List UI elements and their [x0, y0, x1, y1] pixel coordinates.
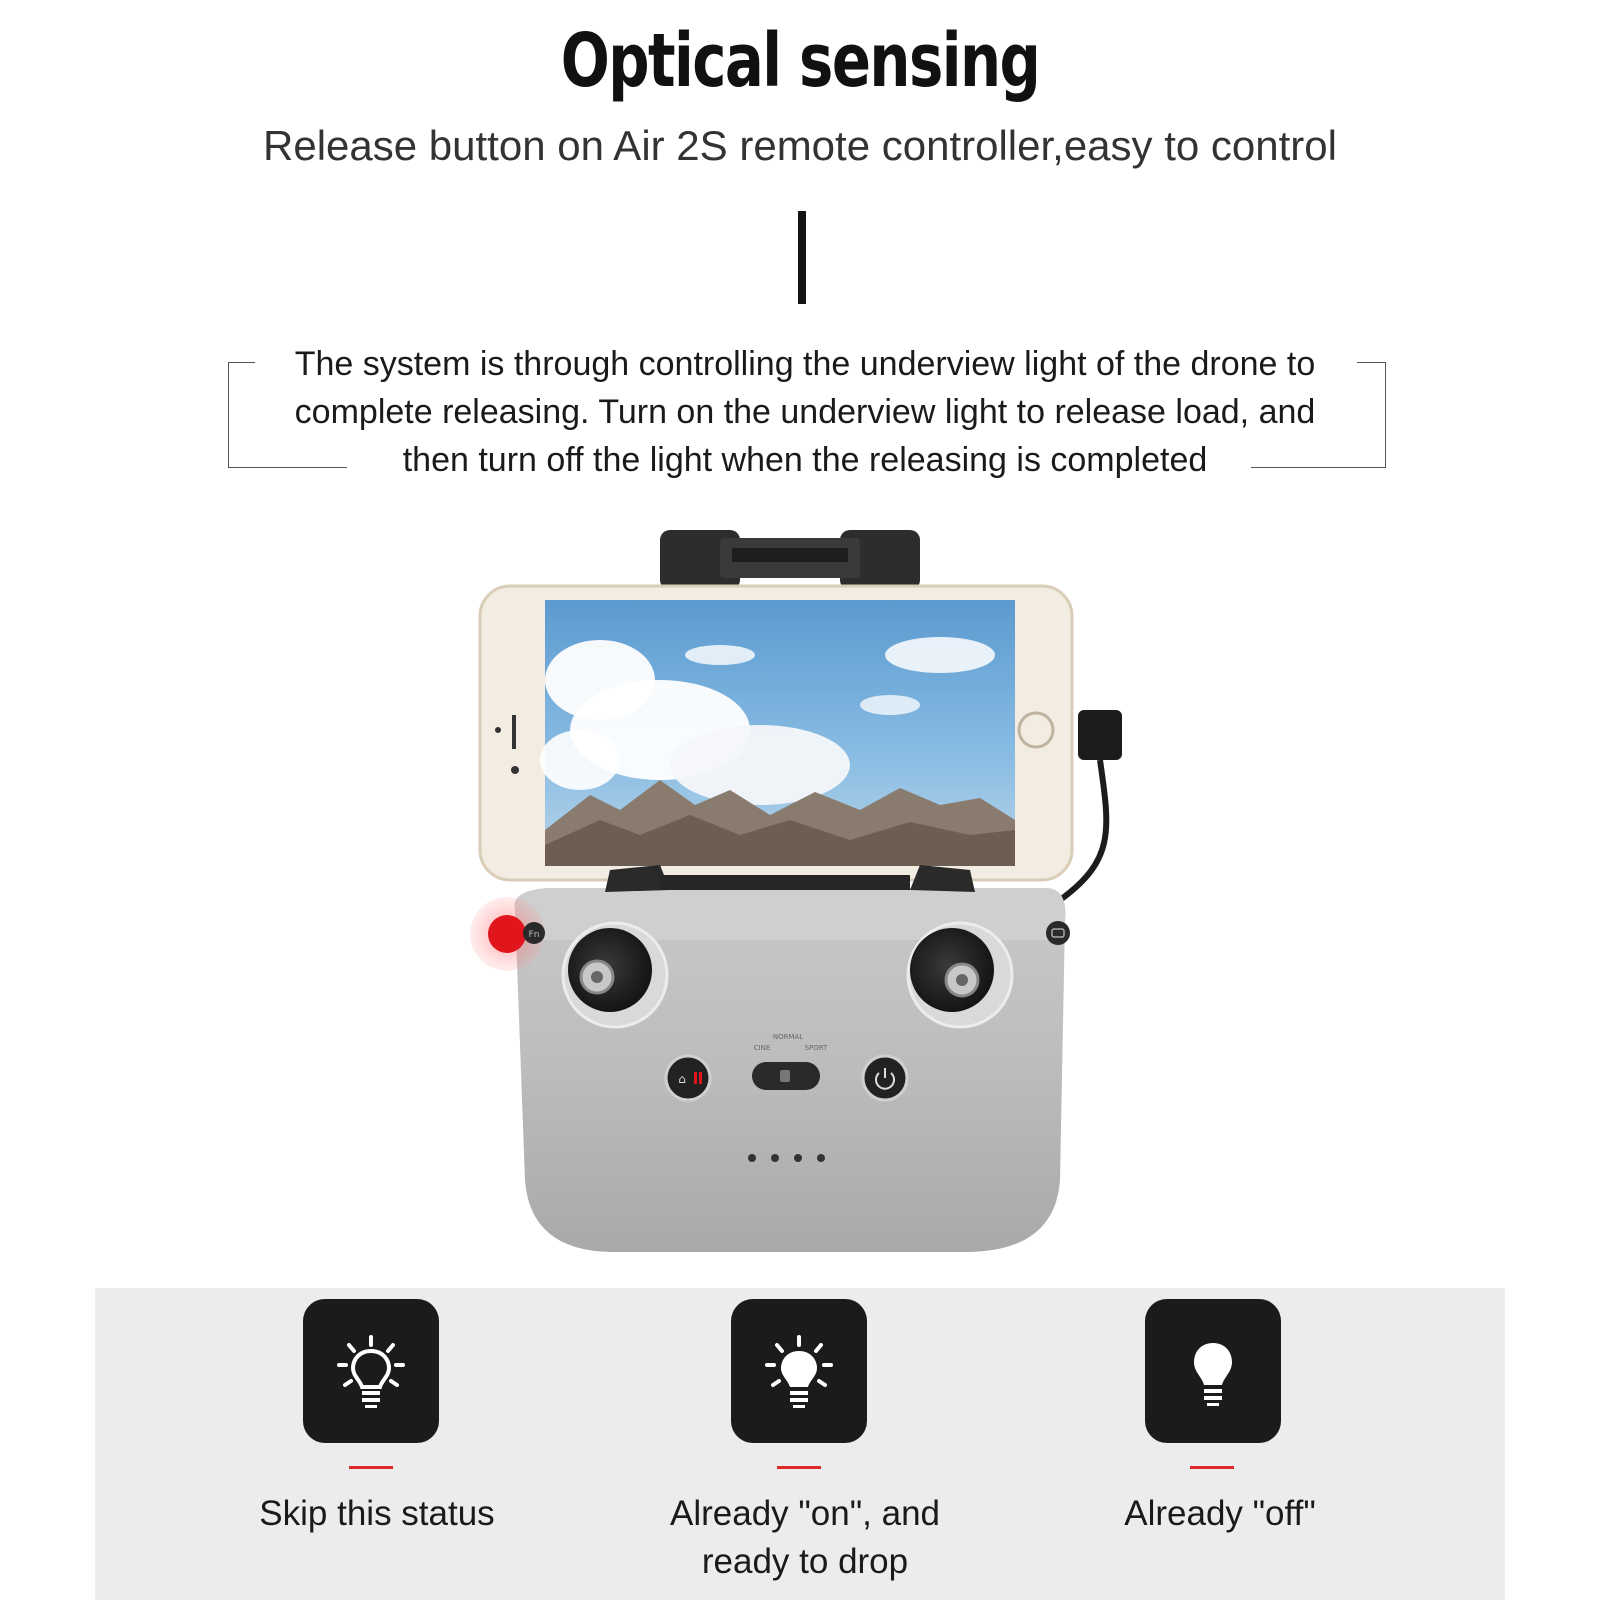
camera-button: [1046, 921, 1070, 945]
status-label-skip: Skip this status: [167, 1490, 587, 1538]
svg-text:⌂: ⌂: [678, 1072, 686, 1086]
vertical-divider: [798, 211, 806, 304]
battery-indicator: [748, 1154, 825, 1162]
lightbulb-on-icon: [337, 1335, 405, 1408]
description-line-2: complete releasing. Turn on the undervie…: [294, 393, 1316, 431]
mode-normal-label: NORMAL: [773, 1033, 803, 1041]
left-control-stick: [561, 921, 669, 1029]
description-frame: [228, 362, 1386, 468]
lightbulb-bright-icon: [765, 1335, 833, 1408]
phone-clamp: [660, 530, 920, 590]
status-label-on-line1: Already "on", and: [669, 1494, 941, 1533]
fn-label: Fn: [529, 930, 540, 940]
remote-controller-illustration: Fn ⌂ NORMAL CINE SPORT: [470, 530, 1122, 1252]
status-dash-2: [777, 1466, 821, 1469]
status-dash-3: [1190, 1466, 1234, 1469]
status-label-on-line2: ready to drop: [701, 1542, 909, 1581]
status-label-on: Already "on", and ready to drop: [595, 1490, 1015, 1586]
mode-sport-label: SPORT: [805, 1044, 829, 1052]
fn-button: Fn: [523, 922, 545, 944]
rth-button: ⌂: [664, 1054, 712, 1102]
controller-body: [514, 865, 1066, 1252]
smartphone: [478, 584, 1074, 882]
description-line-1: The system is through controlling the un…: [294, 345, 1316, 383]
right-control-stick: [906, 921, 1014, 1029]
status-label-skip-line1: Skip this status: [259, 1494, 495, 1533]
power-button: [861, 1054, 909, 1102]
status-dash-1: [349, 1466, 393, 1469]
page-subtitle: Release button on Air 2S remote controll…: [263, 122, 1337, 169]
status-card-skip: [303, 1299, 439, 1443]
status-label-off: Already "off": [1010, 1490, 1430, 1538]
flight-mode-switch: NORMAL CINE SPORT: [752, 1033, 828, 1090]
status-card-on: [731, 1299, 867, 1443]
fn-button-highlight: [470, 897, 544, 971]
status-card-off: [1145, 1299, 1281, 1443]
lightbulb-off-icon: [1194, 1343, 1232, 1406]
mode-cine-label: CINE: [754, 1044, 771, 1052]
status-label-off-line1: Already "off": [1124, 1494, 1316, 1533]
description-line-3: then turn off the light when the releasi…: [402, 441, 1208, 479]
page-title: Optical sensing: [560, 18, 1041, 104]
description-text: The system is through controlling the un…: [250, 340, 1360, 484]
usb-cable: [1058, 710, 1122, 903]
